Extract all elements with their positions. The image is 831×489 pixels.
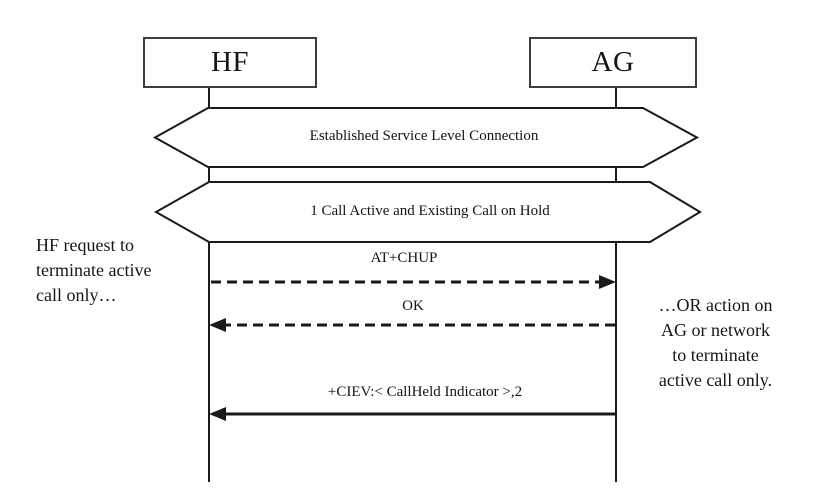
actor-label-ag: AG bbox=[591, 46, 635, 78]
actor-box-ag: AG bbox=[529, 37, 697, 88]
message-label-at-chup: AT+CHUP bbox=[370, 250, 438, 266]
message-arrow-ciev bbox=[209, 407, 616, 421]
banner-hexagon-service-level-connection bbox=[152, 107, 700, 168]
note-line: call only… bbox=[36, 285, 117, 305]
arrowhead-left bbox=[209, 318, 226, 332]
note-hf-request: HF request to terminate active call only… bbox=[36, 233, 196, 308]
message-arrow-at-chup bbox=[211, 275, 616, 289]
banner-hexagon-call-state bbox=[153, 181, 702, 243]
note-line: terminate active bbox=[36, 260, 152, 280]
actor-box-hf: HF bbox=[143, 37, 317, 88]
message-label-ok: OK bbox=[402, 298, 424, 314]
arrowhead-left bbox=[209, 407, 226, 421]
note-line: HF request to bbox=[36, 235, 134, 255]
actor-label-hf: HF bbox=[210, 46, 250, 78]
note-ag-action: …OR action on AG or network to terminate… bbox=[628, 293, 803, 393]
note-line: to terminate bbox=[672, 345, 759, 365]
note-line: AG or network bbox=[661, 320, 770, 340]
note-line: active call only. bbox=[658, 370, 773, 390]
banner-label-call-state: 1 Call Active and Existing Call on Hold bbox=[310, 203, 550, 219]
banner-label-service-level-connection: Established Service Level Connection bbox=[309, 128, 539, 144]
arrowhead-right bbox=[599, 275, 616, 289]
note-line: …OR action on bbox=[658, 295, 773, 315]
message-arrow-ok bbox=[209, 318, 615, 332]
message-label-ciev: +CIEV:< CallHeld Indicator >,2 bbox=[327, 384, 523, 400]
